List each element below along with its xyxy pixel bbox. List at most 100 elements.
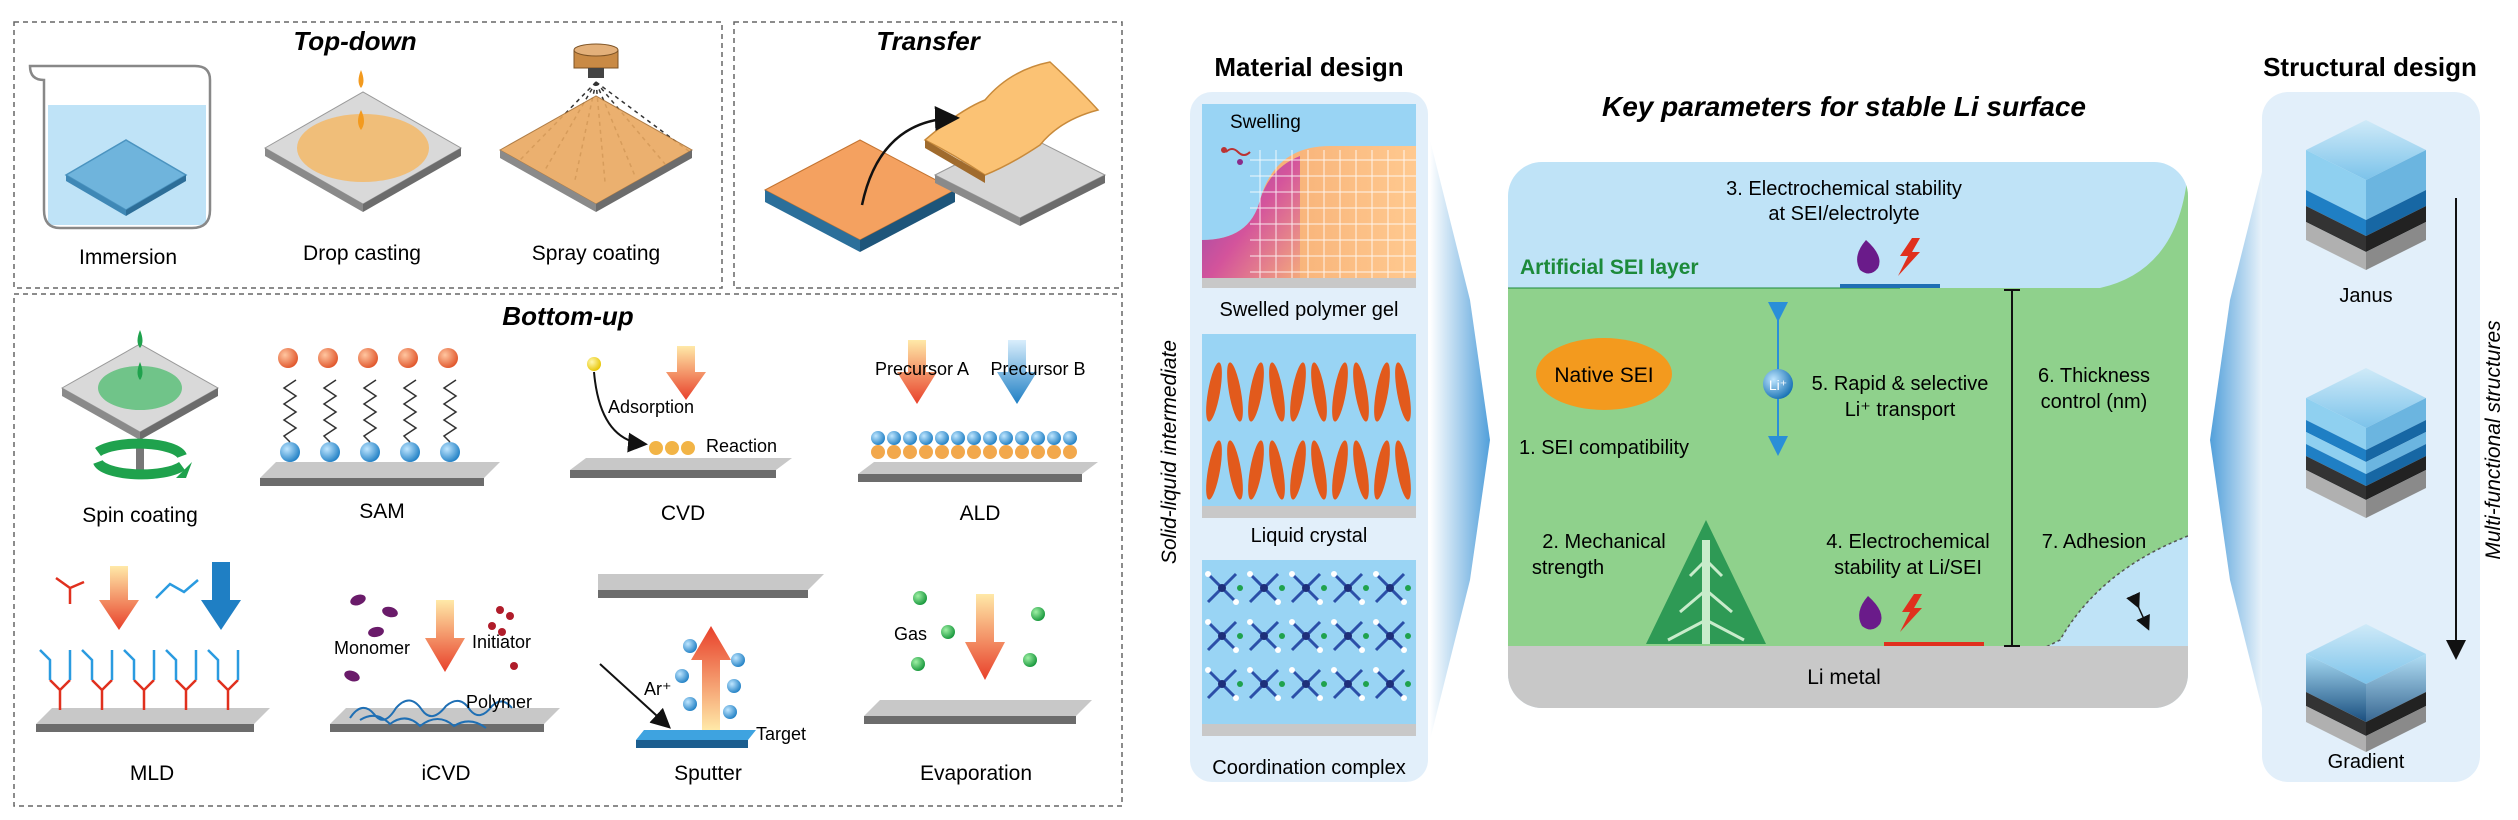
ald-layer-atom [1031, 431, 1045, 445]
method-label-ald: ALD [960, 502, 1001, 525]
sam-tail-group [278, 348, 298, 368]
param-6-line2: control (nm) [2041, 391, 2148, 413]
ald-layer-atom [951, 445, 965, 459]
liquid-crystal-rod [1269, 362, 1285, 422]
param-6-line1: 6. Thickness [2038, 365, 2150, 387]
ald-layer-atom [935, 445, 949, 459]
mld-linker [39, 649, 72, 680]
arrow-structure-to-center [2210, 140, 2270, 740]
sam-alkyl-chain [402, 379, 418, 443]
sam-tail-group [398, 348, 418, 368]
liquid-crystal-rod [1353, 362, 1369, 422]
liquid-crystal-illustration [1202, 334, 1416, 518]
janus-cube [2306, 120, 2426, 270]
ald-illustration: Precursor A Precursor B [858, 340, 1098, 482]
gas-label: Gas [894, 624, 927, 644]
lightning-icon-2 [1900, 594, 1922, 632]
mld-linker [165, 649, 198, 680]
liquid-crystal-rod [1353, 440, 1369, 500]
sam-alkyl-chain [442, 379, 458, 443]
material-item-lc: Liquid crystal [1251, 525, 1368, 547]
mld-linker [217, 679, 239, 710]
mld-linker [49, 679, 71, 710]
ald-layer-atom [871, 445, 885, 459]
liquid-crystal-rod [1269, 440, 1285, 500]
gradient-cube [2306, 624, 2426, 752]
target-label: Target [756, 724, 806, 744]
artificial-sei-label: Artificial SEI layer [1520, 256, 1699, 279]
liquid-crystal-rod [1311, 440, 1327, 500]
method-label-immersion: Immersion [79, 246, 177, 269]
structure-item-gradient: Gradient [2328, 751, 2405, 773]
coordination-unit [1373, 619, 1411, 653]
sam-tail-group [318, 348, 338, 368]
reaction-label: Reaction [706, 436, 777, 456]
ald-layer-atom [1015, 431, 1029, 445]
liquid-crystal-rod [1332, 362, 1348, 422]
transfer-title: Transfer [876, 26, 981, 56]
coordination-unit [1331, 619, 1369, 653]
sam-head-group [280, 442, 300, 462]
liquid-crystal-rod [1248, 440, 1264, 500]
transfer-illustration [763, 61, 1107, 252]
sam-head-group [320, 442, 340, 462]
liquid-crystal-rod [1395, 362, 1411, 422]
ar-ion-label: Ar⁺ [644, 679, 672, 699]
material-design-panel: Material design Solid-liquid intermediat… [1158, 52, 1428, 782]
mld-linker [91, 679, 113, 710]
ald-layer-atom [1047, 431, 1061, 445]
param-3-line1: 3. Electrochemical stability [1726, 178, 1962, 200]
coordination-unit [1205, 571, 1243, 605]
monomer-label: Monomer [334, 638, 410, 658]
drop-casting-illustration [263, 70, 463, 212]
mld-illustration [36, 562, 270, 732]
structural-design-title: Structural design [2263, 52, 2477, 82]
method-label-spin-coating: Spin coating [82, 504, 198, 527]
coordination-unit [1289, 619, 1327, 653]
structural-design-panel: Structural design Multi-functional struc… [2262, 52, 2505, 782]
ald-layer-atom [1047, 445, 1061, 459]
param-1: 1. SEI compatibility [1519, 437, 1689, 459]
method-label-cvd: CVD [661, 502, 705, 525]
fabrication-panel: Top-down Immersion Drop casting [13, 21, 1123, 807]
initiator-label: Initiator [472, 632, 531, 652]
coordination-unit [1331, 571, 1369, 605]
liquid-crystal-rod [1206, 362, 1222, 422]
ald-layer-atom [1015, 445, 1029, 459]
bottom-up-title: Bottom-up [502, 301, 634, 331]
ald-layer-atom [1031, 445, 1045, 459]
icvd-illustration: Monomer Initiator Polymer [330, 594, 560, 732]
liquid-crystal-rod [1395, 440, 1411, 500]
coordination-unit [1373, 571, 1411, 605]
droplet-icon [1857, 240, 1880, 274]
native-sei-label: Native SEI [1554, 364, 1653, 387]
liquid-crystal-rod [1227, 440, 1243, 500]
ald-layer-atom [903, 431, 917, 445]
method-label-spray-coating: Spray coating [532, 242, 660, 265]
coordination-unit [1289, 571, 1327, 605]
param-5-line2: Li⁺ transport [1845, 399, 1956, 421]
param-2-line1: 2. Mechanical [1542, 531, 1665, 553]
param-7: 7. Adhesion [2042, 531, 2147, 553]
ald-layer-atom [951, 431, 965, 445]
material-design-title: Material design [1214, 52, 1403, 82]
ald-layer-atom [1063, 445, 1077, 459]
cvd-illustration: Adsorption Reaction [570, 346, 792, 478]
ald-layer-atom [999, 445, 1013, 459]
mld-linker [207, 649, 240, 680]
multi-functional-label: Multi-functional structures [2482, 320, 2505, 560]
spray-coating-illustration [498, 43, 694, 212]
structure-item-janus: Janus [2339, 285, 2392, 307]
liquid-crystal-rod [1374, 440, 1390, 500]
adsorption-label: Adsorption [608, 397, 694, 417]
param-5-line1: 5. Rapid & selective [1812, 373, 1989, 395]
coordination-unit [1289, 667, 1327, 701]
coordination-unit [1247, 571, 1285, 605]
coordination-unit [1373, 667, 1411, 701]
sam-head-group [400, 442, 420, 462]
material-item-gel: Swelled polymer gel [1220, 299, 1399, 321]
ald-layer-atom [919, 431, 933, 445]
mld-linker [133, 679, 155, 710]
evaporation-illustration: Gas [864, 591, 1092, 724]
top-down-title: Top-down [293, 26, 416, 56]
